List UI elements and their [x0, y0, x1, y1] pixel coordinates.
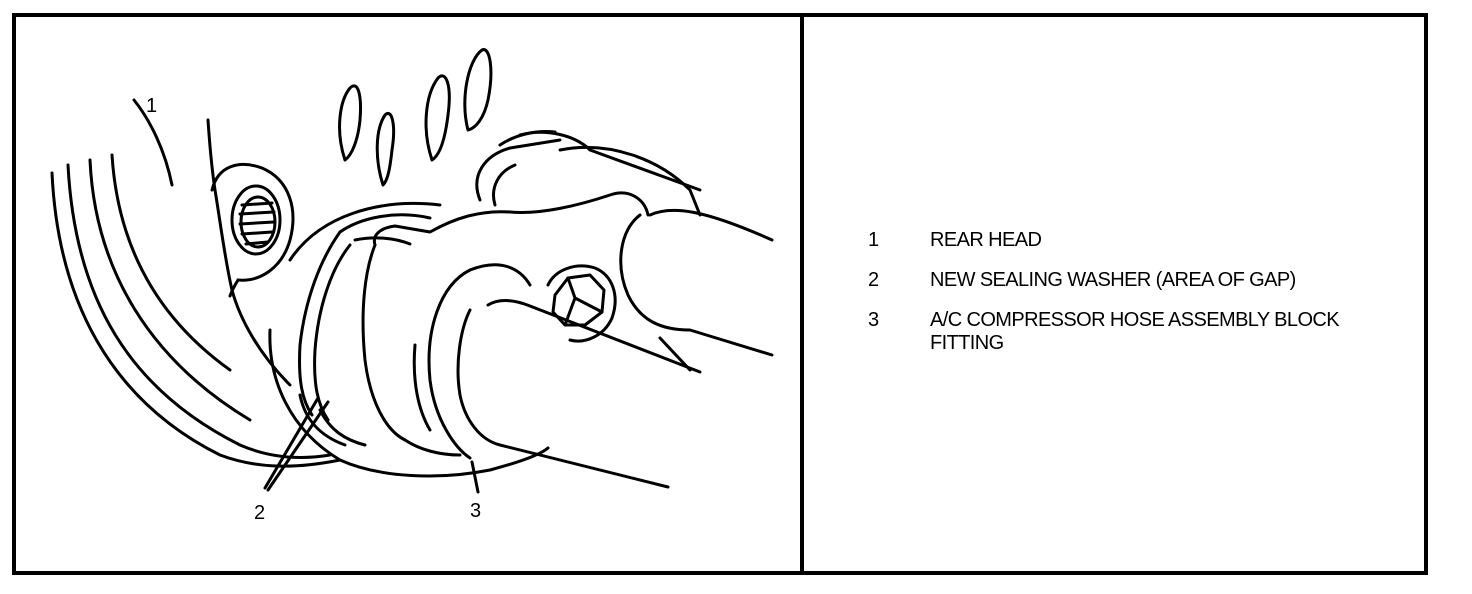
- legend-number: 2: [868, 269, 880, 291]
- figure-frame: [12, 13, 1428, 575]
- legend-label: REAR HEAD: [930, 229, 1042, 251]
- block-fitting-drawing: [263, 130, 774, 494]
- legend-label: A/C COMPRESSOR HOSE ASSEMBLY BLOCK FITTI…: [930, 309, 1340, 354]
- callout-2: 2: [254, 502, 266, 524]
- legend-item: 2 NEW SEALING WASHER (AREA OF GAP): [866, 269, 1406, 292]
- callout-1: 1: [146, 95, 158, 117]
- callout-3: 3: [470, 500, 482, 522]
- legend-number: 1: [868, 229, 880, 251]
- compressor-illustration: [50, 48, 774, 494]
- legend-label: NEW SEALING WASHER (AREA OF GAP): [930, 269, 1296, 291]
- rear-head-drawing: [50, 48, 557, 468]
- parts-legend: 1 REAR HEAD 2 NEW SEALING WASHER (AREA O…: [866, 229, 1406, 372]
- legend-number: 3: [868, 309, 880, 331]
- panel-divider: [800, 13, 804, 575]
- legend-item: 1 REAR HEAD: [866, 229, 1406, 252]
- legend-item: 3 A/C COMPRESSOR HOSE ASSEMBLY BLOCK FIT…: [866, 309, 1406, 355]
